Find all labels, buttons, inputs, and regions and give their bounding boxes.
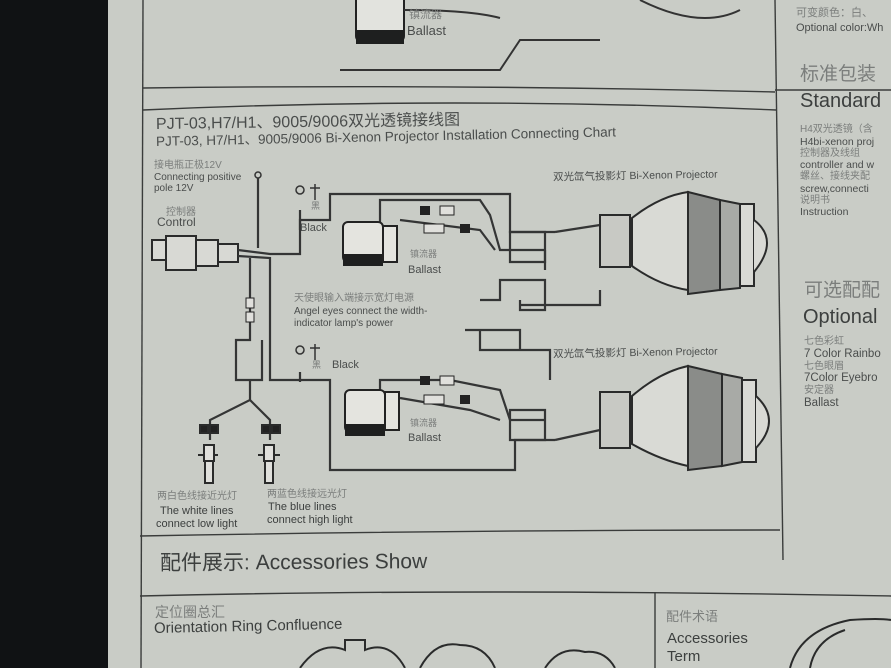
projector-2-drawing <box>599 364 770 472</box>
wire-upper-ballast <box>237 192 555 256</box>
controller-label-cn: 控制器 <box>166 207 196 218</box>
high-beam-label-2: connect high light <box>267 514 353 526</box>
high-beam-bulb <box>258 424 281 484</box>
standard-item: H4bi-xenon proj <box>800 135 875 148</box>
optional-item: Ballast <box>804 396 839 409</box>
instruction-sheet <box>108 0 891 668</box>
top-ballast-drawing <box>340 0 741 71</box>
optional-item: 7 Color Rainbo <box>804 347 881 360</box>
standard-item: screw,connecti <box>800 182 869 195</box>
controller-drawing <box>151 235 239 271</box>
black-wire-label-2: Black <box>332 359 359 371</box>
angel-eyes-label-2: indicator lamp's power <box>294 318 394 329</box>
standard-item-cn: H4双光透镜（含 <box>800 124 873 135</box>
ballast-1-label-cn: 镇流器 <box>410 249 438 259</box>
projector-1-drawing <box>599 190 768 296</box>
standard-item: controller and w <box>800 159 875 172</box>
angel-eyes-label-cn: 天使眼输入端接示宽灯电源 <box>294 293 414 304</box>
low-beam-label-1: The white lines <box>160 505 234 517</box>
black-wire-label-1: Black <box>300 222 327 234</box>
optional-color-label: Optional color:Wh <box>796 22 884 34</box>
high-beam-label-cn: 两蓝色线接远光灯 <box>267 489 347 500</box>
low-beam-label-cn: 两白色线接近光灯 <box>157 491 237 502</box>
ground-label-1-cn: 黑 <box>311 201 321 211</box>
optional-item-cn: 七色彩虹 <box>804 336 844 347</box>
standard-package-list: H4双光透镜（含 H4bi-xenon proj 控制器及线组 controll… <box>800 124 874 218</box>
top-ballast-label: Ballast <box>407 23 447 38</box>
frame-right-border <box>774 0 784 561</box>
low-beam-label-2: connect low light <box>156 518 238 530</box>
angel-eye-connector-1 <box>480 278 602 312</box>
section-divider-accessories <box>139 591 891 597</box>
ballast-2-label-cn: 镇流器 <box>410 418 438 428</box>
ballast-1-label: Ballast <box>408 264 442 276</box>
optional-item-cn: 安定器 <box>804 385 834 397</box>
ballast-1-drawing <box>342 221 398 266</box>
orientation-rings-drawing <box>299 618 891 668</box>
section-divider-chart-top <box>142 102 777 111</box>
standard-item-cn: 螺丝、接线夹配 <box>800 171 870 183</box>
frame-left-border <box>140 0 144 668</box>
optional-item: 7Color Eyebro <box>804 372 878 385</box>
section-divider-chart-bottom <box>139 529 781 537</box>
optional-item-cn: 七色眼眉 <box>804 360 844 372</box>
angel-eyes-label-1: Angel eyes connect the width- <box>294 306 428 317</box>
top-ballast-label-cn: 镇流器 <box>409 9 442 21</box>
optional-package-list: 七色彩虹 7 Color Rainbo 七色眼眉 7Color Eyebro 安… <box>804 336 881 410</box>
positive-pole-label-2: pole 12V <box>154 183 194 194</box>
standard-item-cn: 说明书 <box>800 194 830 206</box>
optional-color-label-cn: 可变颜色：白、 <box>796 7 873 19</box>
ground-label-2-cn: 黑 <box>312 360 322 370</box>
angel-eye-connector-2 <box>465 328 552 380</box>
accessories-show-heading: 配件展示: Accessories Show <box>159 550 428 575</box>
low-beam-bulb <box>198 424 219 484</box>
accessories-term-heading-2: Term <box>667 648 701 665</box>
standard-item: Instruction <box>800 206 849 219</box>
high-beam-label-1: The blue lines <box>268 501 337 513</box>
standard-package-heading-cn: 标准包装 <box>800 64 877 85</box>
optional-package-heading: Optional <box>803 306 878 328</box>
ballast-2-label: Ballast <box>408 432 442 444</box>
positive-pole-label-1: Connecting positive <box>154 172 242 183</box>
optional-package-heading-cn: 可选配配 <box>804 280 881 301</box>
orientation-ring-heading-cn: 定位圈总汇 <box>155 604 225 620</box>
standard-package-heading: Standard <box>800 90 882 112</box>
standard-item-cn: 控制器及线组 <box>800 147 860 159</box>
section-divider-top <box>142 85 776 93</box>
accessories-term-heading-cn: 配件术语 <box>666 609 719 624</box>
ballast-2-drawing <box>344 389 400 436</box>
wire-lower-ballast <box>237 254 555 472</box>
positive-pole-label-cn: 接电瓶正极12V <box>154 160 222 171</box>
accessories-term-heading-1: Accessories <box>667 630 748 647</box>
controller-label: Control <box>157 215 196 229</box>
